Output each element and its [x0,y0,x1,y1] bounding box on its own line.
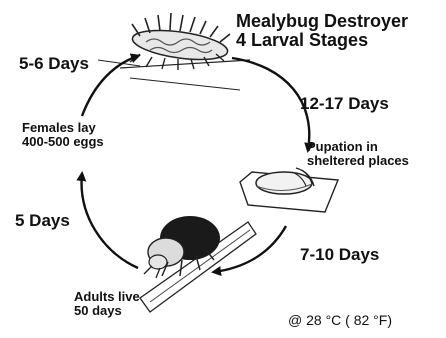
adult-note: Adults live 50 days [74,290,140,318]
pupation-note: Pupation in sheltered places [307,140,409,168]
title-line-2: 4 Larval Stages [236,31,408,50]
temperature-note: @ 28 °C ( 82 °F) [288,313,392,328]
larva-to-pupa-duration: 12-17 Days [300,95,389,113]
pupation-line-1: Pupation in [307,140,409,154]
eggs-note: Females lay 400-500 eggs [22,121,104,149]
arrow-adult-to-eggs [82,174,138,268]
adult-line-1: Adults live [74,290,140,304]
eggs-line-2: 400-500 eggs [22,135,104,149]
adult-line-2: 50 days [74,304,140,318]
arrow-larva-to-pupa [232,58,309,150]
pupa-to-adult-duration: 7-10 Days [300,246,379,264]
larva-illustration [130,13,230,70]
pupation-line-2: sheltered places [307,154,409,168]
title-line-1: Mealybug Destroyer [236,12,408,31]
eggs-line-1: Females lay [22,121,104,135]
pupa-illustration [240,168,338,212]
diagram-title: Mealybug Destroyer 4 Larval Stages [236,12,408,51]
adult-beetle-illustration [140,216,256,312]
eggs-to-larva-duration: 5-6 Days [19,55,89,73]
adult-to-eggs-duration: 5 Days [15,212,70,230]
